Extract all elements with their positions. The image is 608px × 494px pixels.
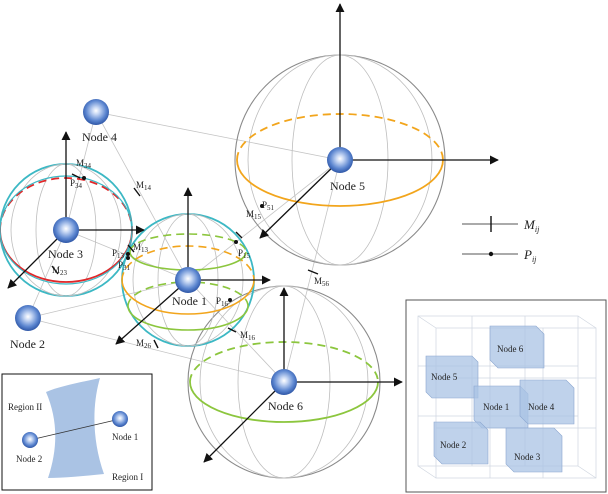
axes [7, 3, 499, 463]
regions-inset: Region II Region I Node 1 Node 2 [1, 373, 153, 491]
legend-m-label: Mij [523, 217, 540, 234]
node-2-label: Node 2 [10, 337, 45, 351]
legend: Mij Pij [462, 216, 540, 264]
m-ticks [51, 173, 319, 349]
cube-node-2-label: Node 2 [440, 440, 466, 450]
region-i-label: Region I [112, 472, 143, 482]
inset-node-1-ball [112, 411, 128, 427]
inset-node-1-label: Node 1 [112, 432, 138, 442]
node-1-ball [175, 267, 201, 293]
node-2-ball [15, 305, 41, 331]
m15-label: M15 [246, 209, 262, 221]
cube-node-6-label: Node 6 [497, 344, 524, 354]
p31-label: P31 [118, 260, 131, 272]
node-4-ball [83, 99, 109, 125]
node-6-ball [271, 369, 297, 395]
node-4-label: Node 4 [82, 130, 117, 144]
node-labels: Node 1 Node 2 Node 3 Node 4 Node 5 Node … [10, 130, 365, 413]
node-6-label: Node 6 [268, 399, 303, 413]
p34-label: P34 [70, 178, 83, 190]
node-3-label: Node 3 [48, 247, 83, 261]
p13-label: P13 [112, 248, 125, 260]
p-labels: P34 P13 P31 P15 P16 P51 [70, 178, 275, 308]
node-1-label: Node 1 [172, 294, 207, 308]
m-labels: M34 M14 M13 M15 M23 M26 M16 M56 [52, 158, 330, 350]
region-ii-label: Region II [8, 402, 42, 412]
inset-node-2-label: Node 2 [16, 454, 42, 464]
node-5-ball [327, 147, 353, 173]
m34-label: M34 [76, 158, 92, 170]
p-points [82, 176, 264, 302]
node-5-label: Node 5 [330, 179, 365, 193]
inset-node-2-ball [22, 432, 38, 448]
node-3-ball [53, 217, 79, 243]
m16-label: M16 [240, 330, 256, 342]
p16-label: P16 [216, 296, 229, 308]
cube-node-5-label: Node 5 [431, 372, 458, 382]
node-balls [15, 99, 353, 395]
legend-p-label: Pij [523, 247, 537, 264]
cube-node-4-label: Node 4 [528, 402, 555, 412]
m23-label: M23 [52, 265, 68, 277]
cube-node-3-label: Node 3 [514, 452, 541, 462]
p51-label: P51 [262, 200, 275, 212]
cube-inset: Node 5 Node 6 Node 1 Node 4 Node 2 Node … [405, 299, 607, 493]
m26-label: M26 [136, 338, 152, 350]
m13-label: M13 [133, 242, 149, 254]
m56-label: M56 [314, 276, 330, 288]
m14-label: M14 [136, 180, 152, 192]
p15-label: P15 [238, 248, 251, 260]
cube-node-1-label: Node 1 [483, 402, 509, 412]
